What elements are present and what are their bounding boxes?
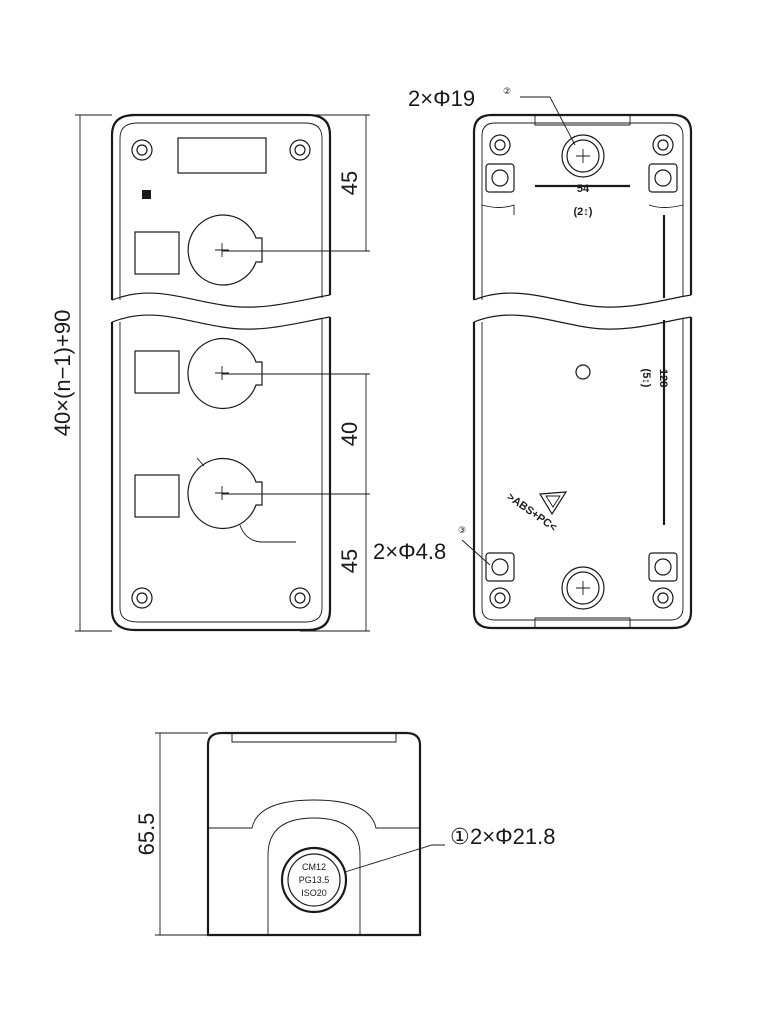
screw-hole-callout: ③ (458, 525, 466, 535)
side-lid-line (231, 733, 397, 743)
recycle-inner-triangle (545, 495, 561, 508)
gland-callout: ① (450, 824, 470, 849)
back-break-line-lower (473, 314, 692, 330)
leader-top-hole (520, 96, 576, 146)
back-corner-tl (481, 134, 515, 215)
front-body-top (110, 113, 332, 300)
label-window (177, 137, 267, 174)
back-corner-br (648, 552, 678, 609)
dim-length-sub-label: (5↕) (640, 369, 652, 388)
back-corner-bl (485, 552, 515, 609)
back-corner-tr (648, 134, 684, 208)
dim-bottom-label: 45 (337, 549, 362, 573)
corner-hole-br (289, 587, 311, 609)
back-body-bottom (472, 317, 693, 630)
button-opening-2 (134, 337, 263, 410)
small-square-marker (142, 190, 151, 199)
corner-hole-bl (131, 587, 153, 609)
dim-width-sub-label: (2↕) (574, 206, 593, 218)
cable-gland-inner (287, 853, 341, 907)
dim-width-label: 54 (577, 183, 590, 195)
corner-hole-tl (131, 139, 153, 161)
side-body (206, 731, 422, 937)
back-view: 54 (2↕) 128 (5↕) >ABS+PC< (461, 96, 693, 630)
top-screw-hole (561, 134, 605, 178)
back-body-inner-top (481, 122, 684, 300)
button-opening-3 (134, 457, 296, 543)
leader-gland (344, 844, 445, 873)
button-opening-1 (134, 214, 263, 286)
front-break-line-upper (111, 292, 331, 308)
back-rail-bottom (534, 617, 631, 628)
leader-screw-hole (461, 539, 491, 566)
recycle-triangle-icon (538, 491, 568, 516)
gland-text-1: CM12 (302, 862, 326, 872)
gland-text-2: PG13.5 (299, 875, 330, 885)
bottom-screw-hole (561, 566, 605, 610)
front-view: 40×(n−1)+90 45 40 45 (50, 113, 370, 632)
side-height-label: 65.5 (134, 813, 159, 856)
dim-total-label: 40×(n−1)+90 (50, 310, 75, 437)
gland-label: 2×Φ21.8 (470, 824, 555, 849)
front-body-inner-bottom (119, 319, 323, 623)
back-body-top (472, 113, 693, 300)
side-arch (208, 799, 420, 829)
gland-text-3: ISO20 (301, 888, 327, 898)
screw-hole-label: 2×Φ4.8 (373, 539, 446, 564)
front-break-line-lower (111, 314, 331, 330)
center-small-hole (575, 364, 591, 380)
dim-pitch-label: 40 (337, 422, 362, 446)
back-break-line-upper (473, 292, 692, 308)
front-body-bottom (110, 317, 332, 632)
back-body-inner-bottom (481, 319, 684, 621)
front-body-inner-top (119, 122, 323, 300)
cable-gland-outer (280, 846, 348, 914)
top-hole-callout: ② (503, 86, 511, 96)
dim-length-label: 128 (657, 369, 669, 387)
corner-hole-tr (289, 139, 311, 161)
top-hole-label: 2×Φ19 (408, 86, 475, 111)
dim-top-label: 45 (337, 171, 362, 195)
back-rail-top (534, 115, 631, 126)
side-view: CM12 PG13.5 ISO20 65.5 ① 2×Φ21.8 (134, 731, 555, 937)
side-gland-boss (267, 817, 361, 935)
